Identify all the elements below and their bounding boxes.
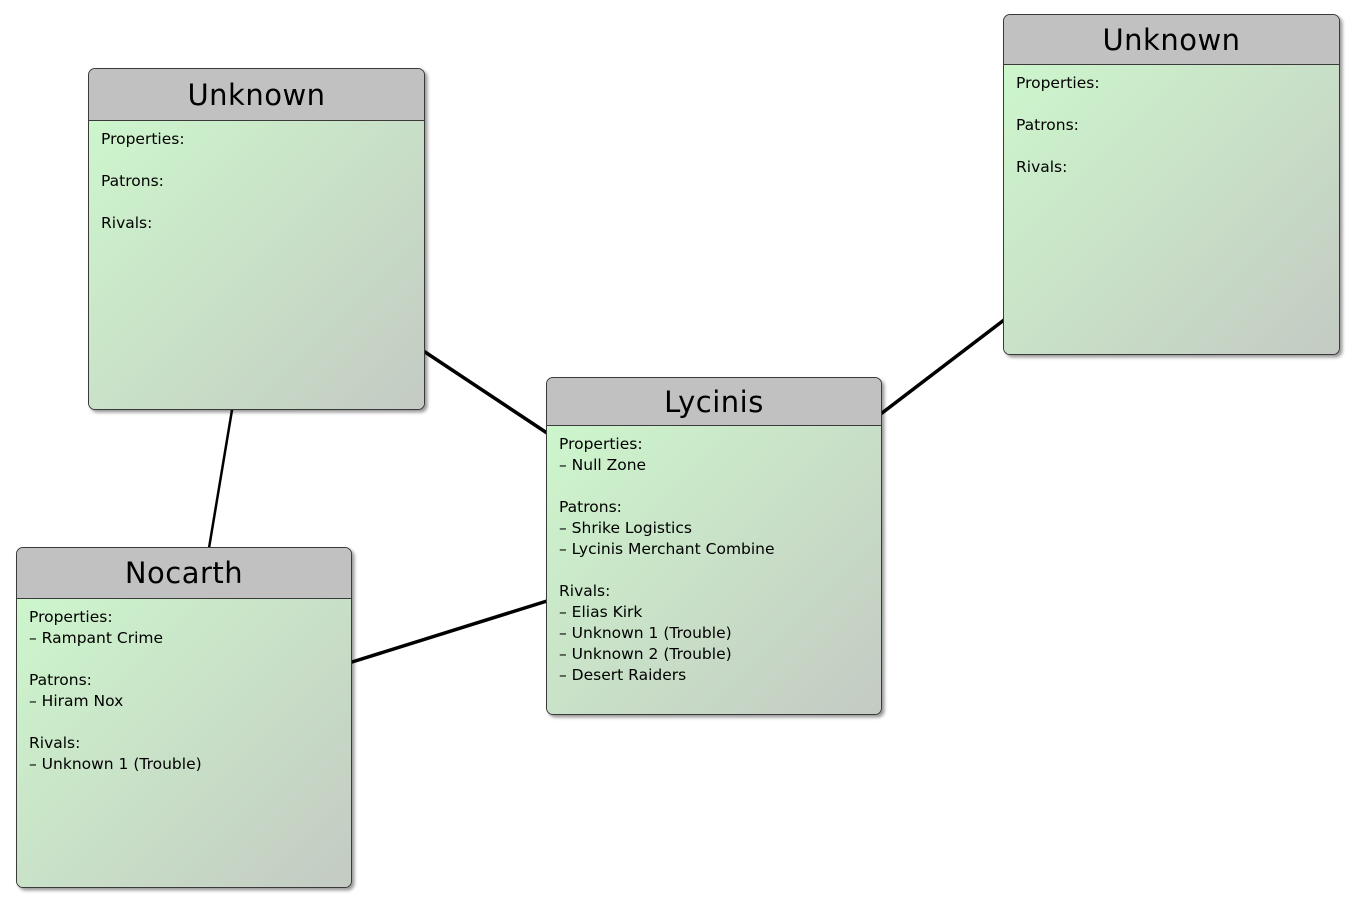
section-rivals: Rivals: (1016, 157, 1327, 178)
edge-nocarth-to-lycinis (350, 599, 549, 664)
section-label: Patrons: (29, 671, 92, 689)
section-item: – Rampant Crime (29, 629, 164, 647)
section-patrons: Patrons: – Hiram Nox (29, 670, 339, 712)
section-patrons: Patrons: – Shrike Logistics – Lycinis Merc… (559, 497, 869, 560)
section-properties: Properties: – Null Zone (559, 434, 869, 476)
section-label: Properties: (101, 130, 185, 148)
section-label: Properties: (559, 435, 643, 453)
section-item: – Unknown 1 (Trouble) (559, 624, 732, 642)
section-label: Rivals: (101, 214, 153, 232)
section-item: – Null Zone (559, 456, 647, 474)
section-item: – Desert Raiders (559, 666, 687, 684)
section-label: Properties: (1016, 74, 1100, 92)
section-item: – Hiram Nox (29, 692, 124, 710)
edge-unknown-top-left-to-lycinis (423, 350, 549, 435)
section-item: – Unknown 1 (Trouble) (29, 755, 202, 773)
section-label: Properties: (29, 608, 113, 626)
node-body: Properties: Patrons: Rivals: (89, 121, 424, 409)
section-properties: Properties: (101, 129, 412, 150)
section-item: – Unknown 2 (Trouble) (559, 645, 732, 663)
section-properties: Properties: – Rampant Crime (29, 607, 339, 649)
section-label: Rivals: (1016, 158, 1068, 176)
section-patrons: Patrons: (101, 171, 412, 192)
edge-lycinis-to-unknown-top-right (880, 318, 1006, 415)
node-title: Lycinis (547, 378, 881, 426)
node-title: Unknown (89, 69, 424, 121)
section-item: – Elias Kirk (559, 603, 643, 621)
section-rivals: Rivals: – Unknown 1 (Trouble) (29, 733, 339, 775)
node-body: Properties: Patrons: Rivals: (1004, 65, 1339, 354)
section-rivals: Rivals: (101, 213, 412, 234)
section-item: – Lycinis Merchant Combine (559, 540, 775, 558)
section-label: Patrons: (1016, 116, 1079, 134)
node-title: Nocarth (17, 548, 351, 599)
section-item: – Shrike Logistics (559, 519, 692, 537)
edge-unknown-top-left-to-nocarth (207, 408, 234, 550)
section-rivals: Rivals: – Elias Kirk – Unknown 1 (Trouble)… (559, 581, 869, 686)
section-patrons: Patrons: (1016, 115, 1327, 136)
section-label: Patrons: (101, 172, 164, 190)
section-properties: Properties: (1016, 73, 1327, 94)
section-label: Rivals: (29, 734, 81, 752)
section-label: Patrons: (559, 498, 622, 516)
node-title: Unknown (1004, 15, 1339, 65)
section-label: Rivals: (559, 582, 611, 600)
